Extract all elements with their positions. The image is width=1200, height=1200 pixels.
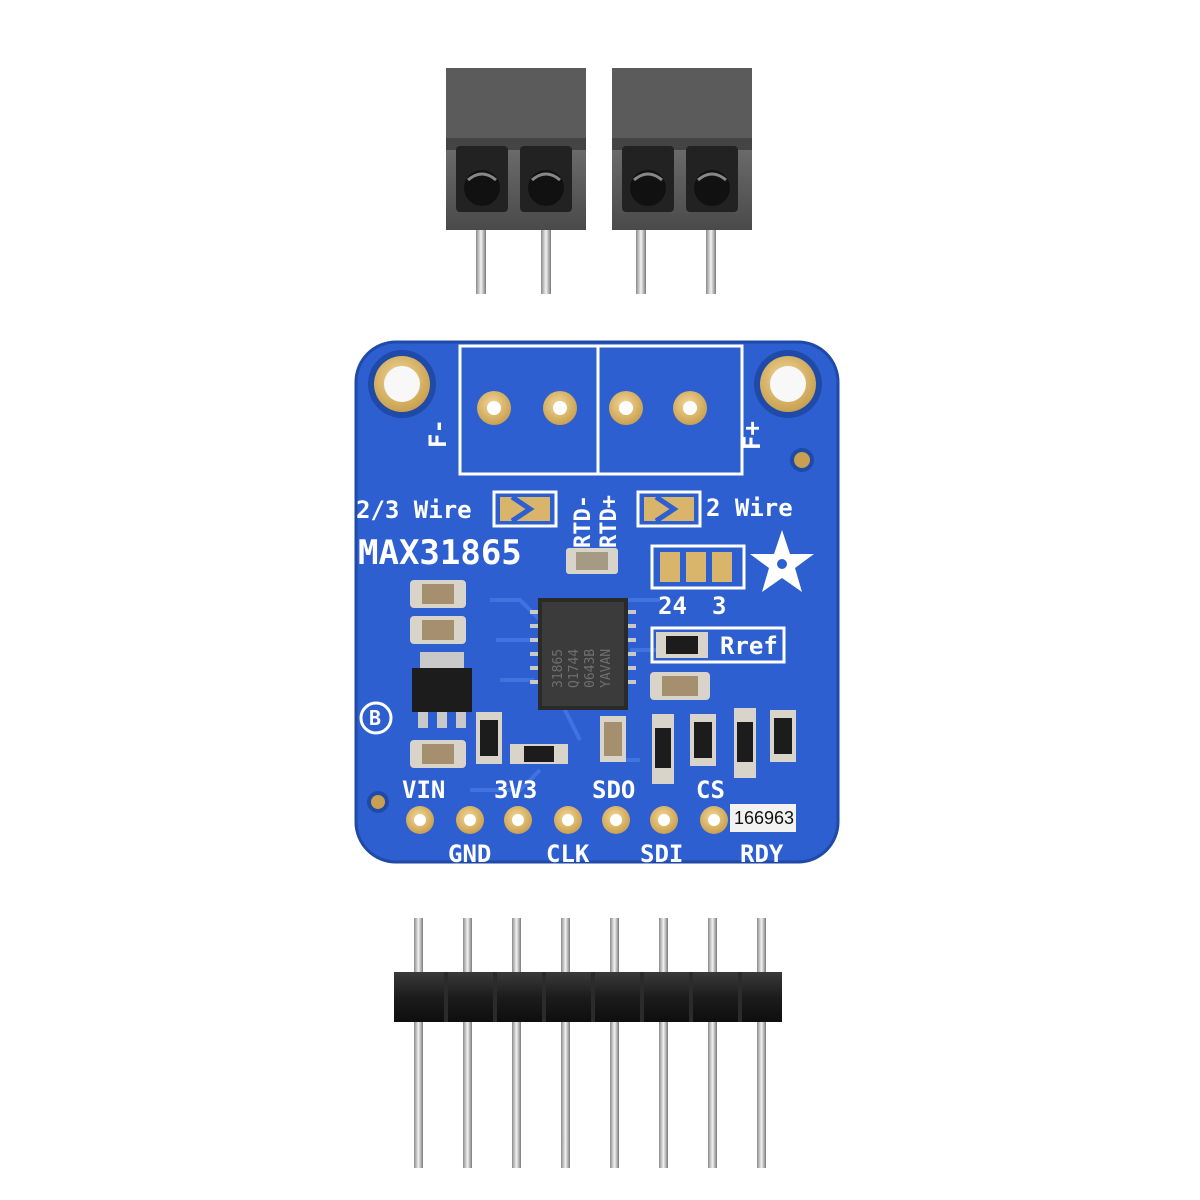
mounting-hole-right	[754, 350, 822, 418]
left-capacitors	[410, 580, 466, 768]
header-pads	[406, 806, 728, 834]
mounting-hole-left	[368, 350, 436, 418]
label-f-minus: F-	[424, 419, 452, 448]
label-revision: B	[369, 706, 381, 730]
label-rref: Rref	[720, 632, 778, 660]
max31865-chip: 31865 Q1744 0643B YAVAN	[530, 598, 636, 710]
pin-label-clk: CLK	[546, 840, 590, 868]
serial-sticker: 166963	[730, 804, 796, 832]
jumper-2-wire	[636, 490, 702, 528]
label-f-plus: F+	[738, 421, 766, 450]
chip-marking-line-3: 0643B	[583, 649, 598, 688]
terminal-pads	[477, 391, 707, 425]
label-rtd-plus: RTD+	[597, 495, 622, 548]
rref-resistor	[650, 626, 786, 664]
pin-label-3v3: 3V3	[494, 776, 537, 804]
pcb-board: F- F+ 2/3 Wire 2 Wire RTD- RTD+ MAX31865	[354, 340, 840, 868]
jumper-24-3	[650, 544, 746, 590]
chip-marking-line-1: 31865	[551, 649, 566, 688]
pin-label-cs: CS	[696, 776, 725, 804]
label-jumper-24: 24	[658, 592, 687, 620]
voltage-regulator	[412, 652, 472, 728]
serial-number: 166963	[734, 808, 794, 828]
pin-header-strip	[394, 918, 782, 1168]
lower-components	[476, 708, 796, 784]
star-logo-icon	[750, 530, 814, 592]
label-rtd-minus: RTD-	[571, 495, 596, 548]
terminal-block-right	[612, 68, 752, 294]
pin-label-sdi: SDI	[640, 840, 683, 868]
pin-label-gnd: GND	[448, 840, 491, 868]
terminal-block-left	[446, 68, 586, 294]
chip-marking-line-4: YAVAN	[599, 649, 614, 688]
label-jumper-3: 3	[712, 592, 726, 620]
pin-label-vin: VIN	[402, 776, 445, 804]
pin-label-sdo: SDO	[592, 776, 635, 804]
label-2-wire: 2 Wire	[706, 494, 793, 522]
revision-badge: B	[359, 701, 393, 735]
jumper-2-3-wire	[492, 490, 558, 528]
chip-marking-line-2: Q1744	[567, 649, 582, 688]
label-2-3-wire: 2/3 Wire	[356, 496, 472, 524]
label-part-name: MAX31865	[358, 533, 522, 573]
pin-label-rdy: RDY	[740, 840, 784, 868]
